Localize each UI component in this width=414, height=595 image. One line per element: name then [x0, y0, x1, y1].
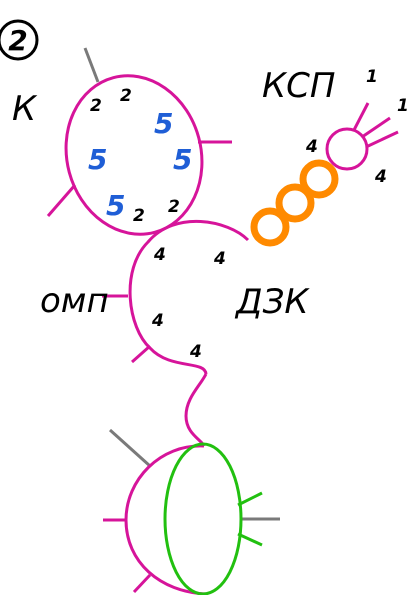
k-five: 5	[106, 189, 125, 222]
k-number: 2	[120, 86, 132, 106]
k-number: 2	[133, 206, 145, 226]
label-omp: омп	[40, 281, 109, 321]
ring-bottom-green-stub-2	[237, 532, 263, 547]
ring-ksp-stub-2	[361, 116, 391, 139]
dzk-number: 4	[153, 245, 166, 265]
ring-k-stub-gray	[83, 47, 100, 83]
ring-bottom-green	[163, 442, 243, 595]
chain-number: 4	[305, 137, 318, 157]
k-number: 2	[168, 197, 180, 217]
label-k: К	[12, 89, 38, 129]
label-ksp: КСП	[262, 66, 335, 106]
ring-ksp-stub-1	[352, 102, 370, 131]
chain-link-3	[299, 159, 339, 199]
k-five: 5	[88, 143, 107, 176]
label-dzk: ДЗК	[234, 282, 310, 322]
ring-bottom-stub-gray-left	[108, 428, 152, 468]
ksp-number: 4	[374, 167, 387, 187]
ring-dzk-membrane	[128, 220, 250, 375]
chain-link-1	[250, 207, 290, 247]
dzk-number: 4	[151, 311, 164, 331]
dzk-number: 4	[213, 249, 226, 269]
ring-dzk-stub-lower	[131, 344, 151, 364]
ring-ksp	[325, 102, 399, 171]
ring-ksp-membrane	[325, 127, 369, 171]
ksp-number: 1	[366, 67, 378, 87]
ring-k	[46, 47, 232, 236]
k-five: 5	[173, 143, 192, 176]
corner-mark-number: 2	[8, 24, 27, 57]
connector-neck	[184, 373, 208, 447]
ring-bottom-stub-lower	[132, 573, 152, 594]
orange-chain	[250, 159, 339, 247]
k-five: 5	[154, 107, 173, 140]
chain-link-2	[275, 183, 315, 223]
k-number: 2	[90, 96, 102, 116]
ring-bottom-green-stub-1	[237, 491, 263, 507]
corner-mark: 2	[0, 19, 39, 61]
ring-k-membrane	[64, 74, 204, 236]
corner-mark-circle	[0, 19, 39, 61]
ring-dzk	[102, 220, 250, 447]
ksp-number: 1	[397, 96, 409, 116]
ring-k-stub-left	[46, 184, 77, 217]
dzk-number: 4	[189, 342, 202, 362]
ring-ksp-stub-3	[365, 130, 399, 149]
ring-bottom	[103, 428, 280, 595]
